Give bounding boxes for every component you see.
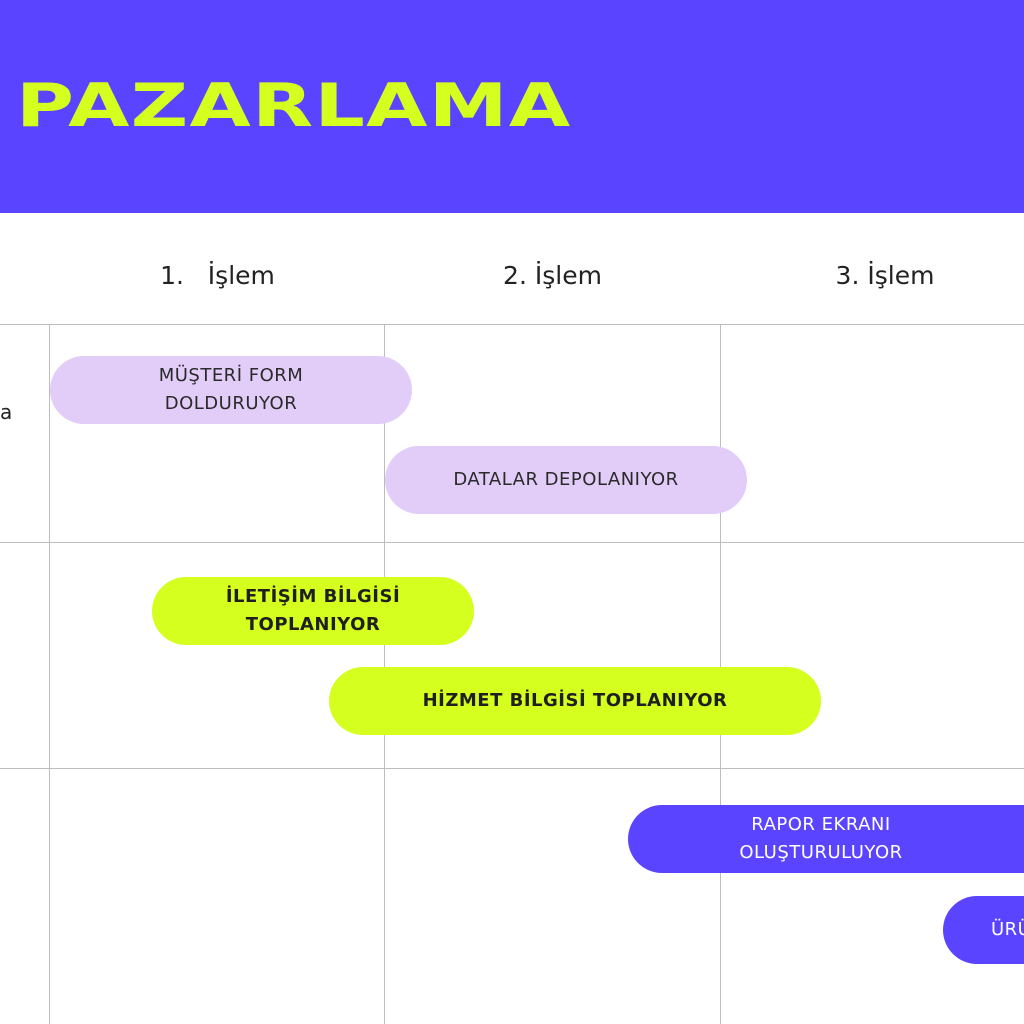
column-header-3: 3. İşlem: [835, 261, 935, 290]
task-pill-product: ÜRÜ: [943, 896, 1024, 964]
task-pill-service-info: HİZMET BİLGİSİ TOPLANIYOR: [329, 667, 821, 735]
task-label: MÜŞTERİ FORM DOLDURUYOR: [158, 365, 304, 414]
task-label: RAPOR EKRANI OLUŞTURULUYOR: [739, 814, 903, 863]
task-pill-data-storage: DATALAR DEPOLANIYOR: [385, 446, 747, 514]
task-label: DATALAR DEPOLANIYOR: [453, 469, 679, 490]
task-pill-contact-info: İLETİŞİM BİLGİSİ TOPLANIYOR: [152, 577, 474, 645]
task-pill-customer-form: MÜŞTERİ FORM DOLDURUYOR: [50, 356, 412, 424]
column-header-1: 1. İşlem: [160, 261, 275, 290]
row-label-1: a: [0, 400, 13, 424]
grid-line-horizontal: [0, 768, 1024, 769]
task-label: ÜRÜ: [991, 919, 1024, 940]
column-header-2: 2. İşlem: [503, 261, 602, 290]
header-banner: PAZARLAMA: [0, 0, 1024, 213]
task-label: HİZMET BİLGİSİ TOPLANIYOR: [422, 690, 728, 711]
task-pill-report-screen: RAPOR EKRANI OLUŞTURULUYOR: [628, 805, 1024, 873]
page-title: PAZARLAMA: [16, 71, 572, 141]
grid-line-horizontal: [0, 542, 1024, 543]
grid-line-horizontal: [0, 324, 1024, 325]
grid-line-vertical: [49, 324, 50, 1024]
task-label: İLETİŞİM BİLGİSİ TOPLANIYOR: [225, 586, 401, 635]
